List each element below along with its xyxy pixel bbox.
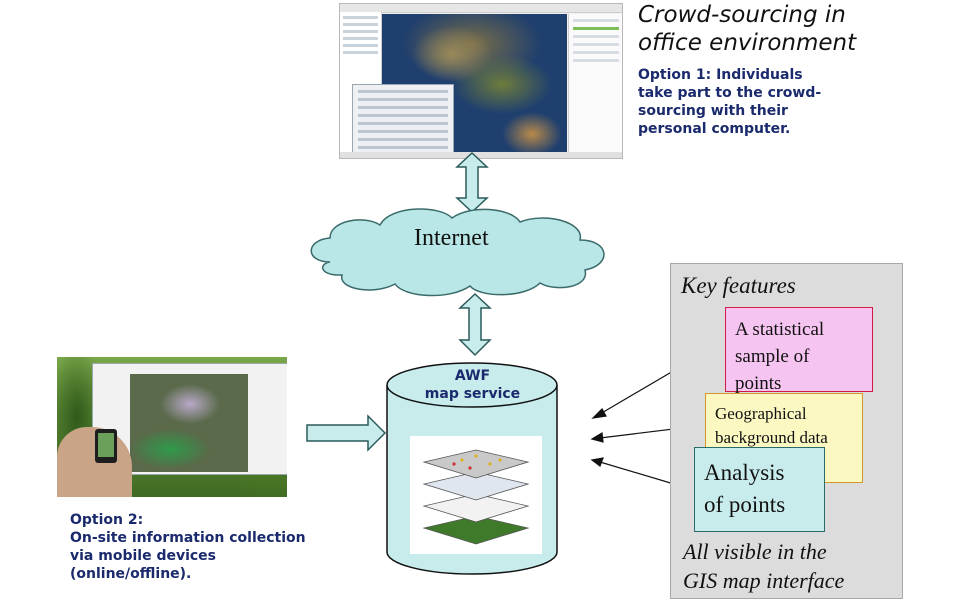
crowd-heading-line-1: Crowd-sourcing in <box>638 2 846 28</box>
awf-line-1: AWF <box>454 368 491 384</box>
footer-line-2: GIS map interface <box>683 568 845 593</box>
double-arrow-bottom <box>458 292 492 357</box>
mobile-field-photo <box>57 357 287 497</box>
box1-line-1: A statistical <box>735 319 825 340</box>
option-1-line-2: take part to the crowd- <box>638 85 822 101</box>
crowd-heading-line-2: office environment <box>638 30 857 56</box>
option-2-line-2: On-site information collection <box>70 530 306 546</box>
option-1-line-4: personal computer. <box>638 121 791 137</box>
map-layers-image <box>410 436 542 554</box>
option-2-line-3: via mobile devices <box>70 548 217 564</box>
key-features-title: Key features <box>681 273 796 298</box>
desktop-gis-screenshot <box>339 3 623 159</box>
box3-line-1: Analysis <box>704 460 785 485</box>
attribute-dialog-image <box>352 84 454 156</box>
crowd-sourcing-heading: Crowd-sourcing in office environment <box>638 1 856 57</box>
analysis-of-points-box: Analysis of points <box>694 447 825 532</box>
box1-line-2: sample of <box>735 346 810 367</box>
option-1-text: Option 1: Individuals take part to the c… <box>638 66 821 138</box>
statistical-sample-text: A statistical sample of points <box>735 316 824 397</box>
option-1-line-1: Option 1: Individuals <box>638 67 803 83</box>
box1-line-3: points <box>735 373 782 394</box>
footer-line-1: All visible in the <box>683 539 827 564</box>
option-2-line-4: (online/offline). <box>70 566 192 582</box>
box2-line-1: Geographical <box>715 404 807 423</box>
gis-interface-footer: All visible in the GIS map interface <box>683 537 844 595</box>
analysis-of-points-text: Analysis of points <box>704 457 785 521</box>
geographical-background-text: Geographical background data <box>715 402 828 450</box>
internet-label: Internet <box>414 225 489 251</box>
awf-line-2: map service <box>424 386 521 402</box>
box3-line-2: of points <box>704 492 786 517</box>
option-2-text: Option 2: On-site information collection… <box>70 511 306 583</box>
block-arrow-right <box>306 414 387 452</box>
internet-cloud <box>310 208 605 297</box>
statistical-sample-box: A statistical sample of points <box>725 307 873 394</box>
box2-line-2: background data <box>715 428 828 447</box>
awf-map-service-label: AWF map service <box>385 367 560 403</box>
option-2-line-1: Option 2: <box>70 512 144 528</box>
double-arrow-top <box>455 151 489 214</box>
option-1-line-3: sourcing with their <box>638 103 788 119</box>
